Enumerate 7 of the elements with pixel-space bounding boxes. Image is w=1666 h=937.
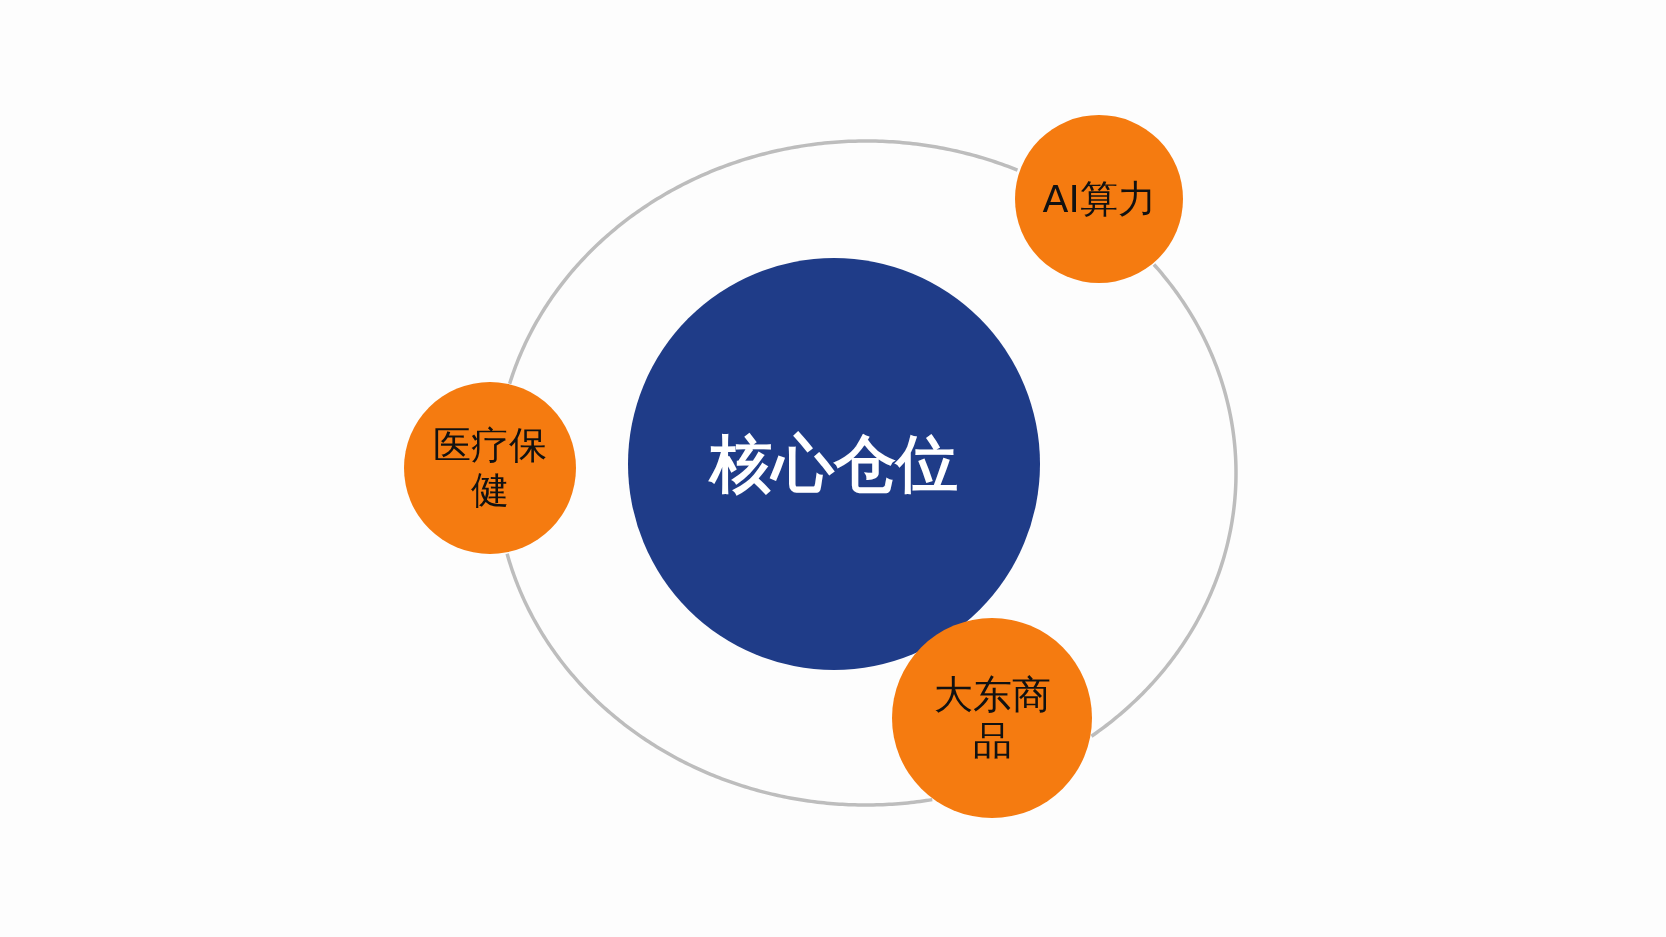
node-label: 核心仓位 — [710, 427, 958, 501]
orbit-arc — [1090, 263, 1238, 738]
orbit-arc — [505, 553, 933, 807]
node-label: 大东商品 — [932, 672, 1052, 764]
node-label: AI算力 — [1042, 176, 1156, 222]
orbit-arc — [507, 139, 1019, 385]
node-label: 医疗保健 — [432, 423, 548, 513]
